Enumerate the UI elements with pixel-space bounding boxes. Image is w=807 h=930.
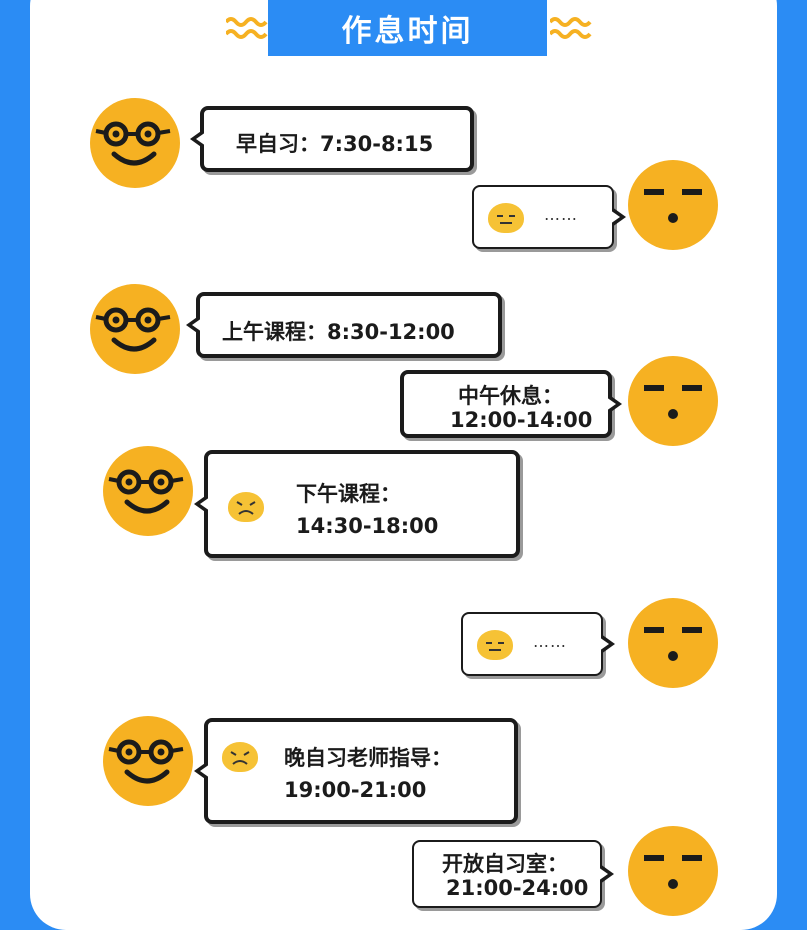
meh-emoji-icon <box>477 630 513 660</box>
sleepy-face-avatar <box>628 160 718 250</box>
chat-bubble: 中午休息： 12:00-14:00 <box>400 370 622 438</box>
sleepy-face-avatar <box>628 356 718 446</box>
bubble-text: 12:00-14:00 <box>450 408 593 432</box>
bubble-text: 21:00-24:00 <box>446 876 589 900</box>
worried-emoji-icon <box>228 492 264 522</box>
glasses-face-avatar <box>90 98 180 188</box>
sleepy-face-avatar <box>628 598 718 688</box>
worried-emoji-icon <box>222 742 258 772</box>
page-title: 作息时间 <box>268 0 547 56</box>
bubble-text: 19:00-21:00 <box>284 778 427 802</box>
bubble-text: 开放自习室： <box>442 852 568 876</box>
chat-bubble: …… <box>472 185 626 249</box>
chat-bubble: 早自习：7:30-8:15 <box>190 106 474 172</box>
glasses-face-avatar <box>90 284 180 374</box>
chat-bubble: 晚自习老师指导： 19:00-21:00 <box>194 718 518 824</box>
chat-bubble: 下午课程： 14:30-18:00 <box>194 450 520 558</box>
bubble-text: 上午课程：8:30-12:00 <box>222 320 455 344</box>
bubble-text: 下午课程： <box>296 482 401 506</box>
bubble-text: 14:30-18:00 <box>296 514 439 538</box>
wave-decoration-right <box>550 17 592 39</box>
glasses-face-avatar <box>103 446 193 536</box>
bubble-text: 中午休息： <box>458 384 563 408</box>
glasses-face-avatar <box>103 716 193 806</box>
bubble-text: …… <box>544 205 578 224</box>
bubble-text: …… <box>533 632 567 651</box>
sleepy-face-avatar <box>628 826 718 916</box>
meh-emoji-icon <box>488 203 524 233</box>
wave-decoration-left <box>226 17 268 39</box>
chat-bubble: 上午课程：8:30-12:00 <box>186 292 502 358</box>
bubble-text: 早自习：7:30-8:15 <box>236 132 434 156</box>
bubble-text: 晚自习老师指导： <box>284 746 452 770</box>
chat-bubble: 开放自习室： 21:00-24:00 <box>412 840 614 908</box>
chat-bubble: …… <box>461 612 615 676</box>
